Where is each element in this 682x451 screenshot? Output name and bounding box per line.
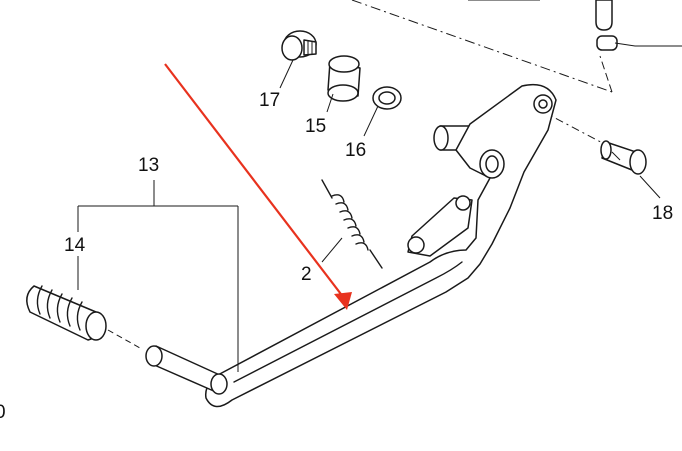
edge-label-partial: 0 [0,402,6,423]
callout-16: 16 [345,140,366,161]
spring-2 [321,179,383,269]
red-arrow-annotation [164,63,352,310]
bolt-17 [281,30,317,61]
pedal-rubber-14 [26,285,141,349]
callout-13: 13 [138,155,159,176]
brake-pedal-arm [204,83,557,408]
callout-17: 17 [259,90,280,111]
rod-and-clip [595,0,682,51]
callout-2: 2 [301,264,312,285]
callout-15: 15 [305,116,326,137]
leader-lines [77,59,661,372]
callout-14: 14 [64,235,86,256]
clevis-pin-18 [600,140,647,175]
washer-16 [372,86,402,110]
bushing-15 [327,55,361,102]
pedal-pin-rod [145,345,228,395]
callout-18: 18 [652,203,673,224]
